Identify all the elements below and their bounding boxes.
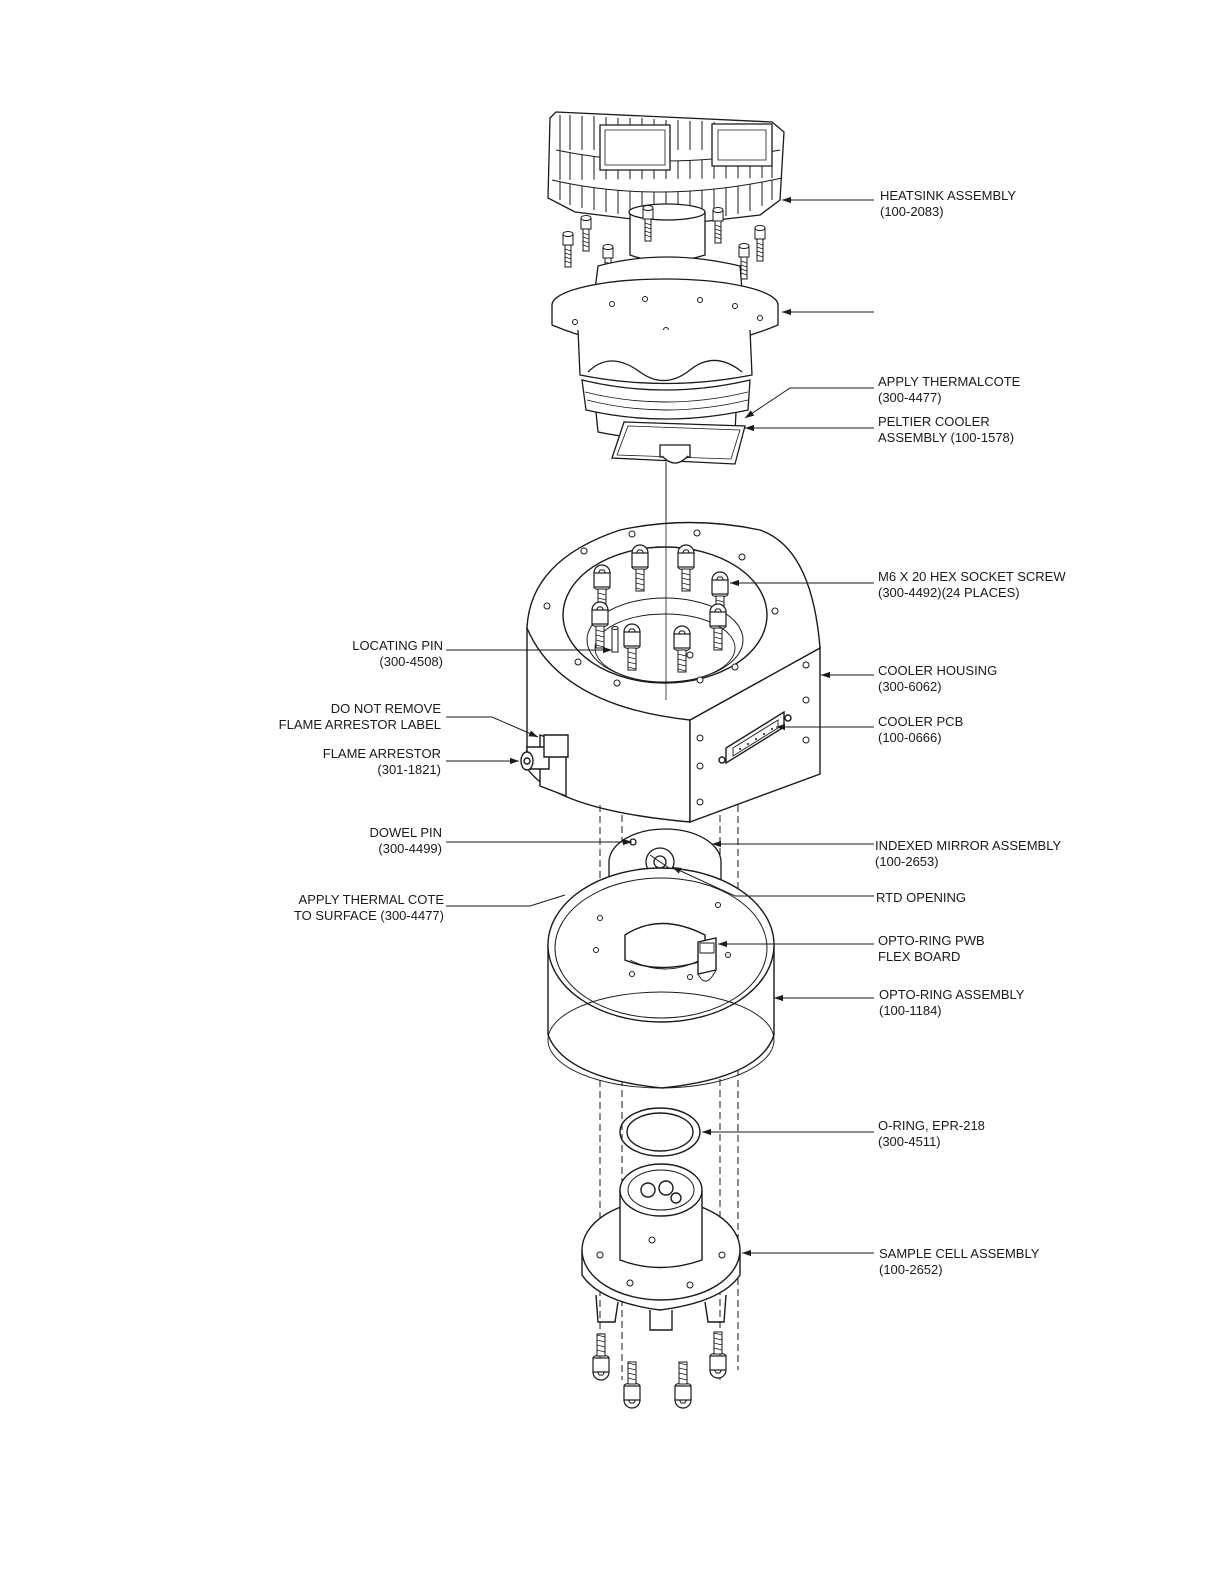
callout-line: (100-1184) [879, 1003, 942, 1018]
callout-indexed-mirror: INDEXED MIRROR ASSEMBLY (100-2653) [875, 838, 1061, 870]
callout-line: OPTO-RING PWB [878, 933, 985, 948]
callout-line: FLEX BOARD [878, 949, 961, 964]
callout-line: (300-6062) [878, 679, 942, 694]
callout-locating-pin: LOCATING PIN (300-4508) [352, 638, 443, 670]
callout-line: (300-4499) [378, 841, 442, 856]
callout-line: M6 X 20 HEX SOCKET SCREW [878, 569, 1066, 584]
peltier-cooler [612, 422, 745, 464]
callout-line: TO SURFACE (300-4477) [293, 908, 444, 923]
callout-rtd-opening: RTD OPENING [876, 890, 966, 906]
callout-heatsink-assembly: HEATSINK ASSEMBLY (100-2083) [880, 188, 1016, 220]
callout-opto-ring-pwb: OPTO-RING PWB FLEX BOARD [878, 933, 985, 965]
callout-line: COOLER PCB [878, 714, 964, 729]
callout-sample-cell: SAMPLE CELL ASSEMBLY (100-2652) [879, 1246, 1039, 1278]
callout-line: (301-1821) [377, 762, 441, 777]
callout-thermal-cote-surface: APPLY THERMAL COTE TO SURFACE (300-4477) [294, 892, 444, 924]
callout-arrestor-label: DO NOT REMOVE FLAME ARRESTOR LABEL [279, 701, 441, 733]
cooler-housing [521, 523, 820, 823]
callout-line: OPTO-RING ASSEMBLY [879, 987, 1025, 1002]
heatsink-assembly [548, 112, 784, 262]
callout-cooler-housing: COOLER HOUSING (300-6062) [878, 663, 997, 695]
callout-line: FLAME ARRESTOR LABEL [278, 717, 441, 732]
callout-line: RTD OPENING [876, 890, 967, 905]
opto-ring-assembly [548, 868, 774, 1088]
leader-lines [446, 196, 874, 1257]
callout-line: (300-4492)(24 PLACES) [878, 585, 1020, 600]
callout-line: SAMPLE CELL ASSEMBLY [879, 1246, 1040, 1261]
sample-cell-screws [592, 1331, 727, 1409]
callout-dowel-pin: DOWEL PIN (300-4499) [370, 825, 442, 857]
callout-cooler-pcb: COOLER PCB (100-0666) [878, 714, 963, 746]
callout-line: (100-0666) [878, 730, 942, 745]
callout-line: (300-4508) [379, 654, 443, 669]
callout-line: (100-2083) [880, 204, 944, 219]
callout-line: (100-2652) [879, 1262, 943, 1277]
locating-pin [612, 627, 618, 653]
callout-opto-ring-assembly: OPTO-RING ASSEMBLY (100-1184) [879, 987, 1024, 1019]
callout-line: COOLER HOUSING [878, 663, 998, 678]
callout-line: DOWEL PIN [369, 825, 442, 840]
callout-o-ring: O-RING, EPR-218 (300-4511) [878, 1118, 985, 1150]
callout-line: ASSEMBLY (100-1578) [878, 430, 1015, 445]
callout-line: (300-4511) [878, 1134, 941, 1149]
callout-line: (300-4477) [878, 390, 942, 405]
callout-hex-socket-screw: M6 X 20 HEX SOCKET SCREW (300-4492)(24 P… [878, 569, 1066, 601]
callout-line: (100-2653) [875, 854, 939, 869]
cold-plate-body [578, 330, 752, 439]
callout-line: HEATSINK ASSEMBLY [880, 188, 1017, 203]
callout-line: PELTIER COOLER [878, 414, 990, 429]
callout-peltier-cooler: PELTIER COOLER ASSEMBLY (100-1578) [878, 414, 1014, 446]
callout-line: O-RING, EPR-218 [878, 1118, 985, 1133]
sample-cell-assembly [582, 1164, 740, 1330]
callout-line: APPLY THERMALCOTE [878, 374, 1021, 389]
callout-line: LOCATING PIN [352, 638, 443, 653]
o-ring [620, 1108, 700, 1156]
callout-apply-thermalcote: APPLY THERMALCOTE (300-4477) [878, 374, 1020, 406]
callout-flame-arrestor: FLAME ARRESTOR (301-1821) [323, 746, 441, 778]
callout-line: APPLY THERMAL COTE [298, 892, 444, 907]
callout-line: INDEXED MIRROR ASSEMBLY [875, 838, 1062, 853]
callout-line: FLAME ARRESTOR [322, 746, 441, 761]
callout-line: DO NOT REMOVE [330, 701, 441, 716]
